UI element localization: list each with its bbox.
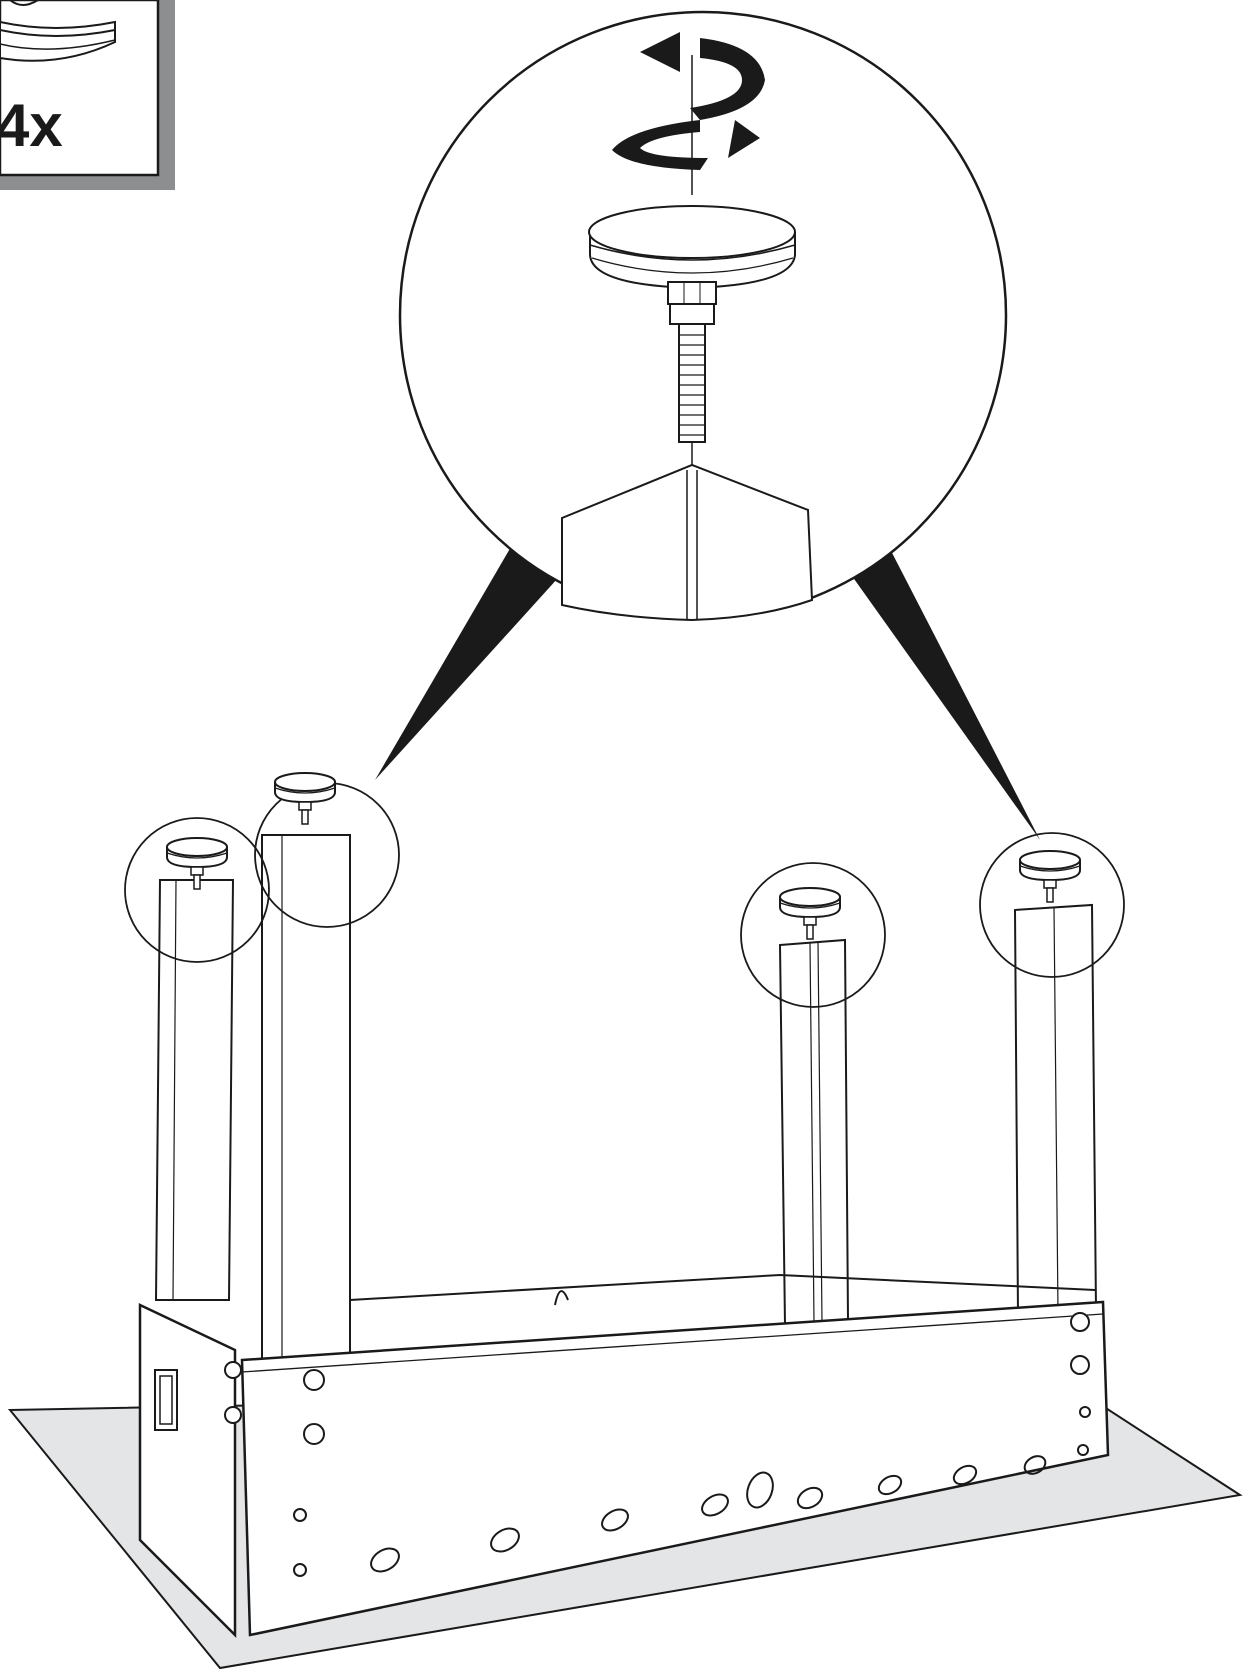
callout-pointers xyxy=(375,540,1040,840)
parts-box xyxy=(0,0,175,190)
table-frame xyxy=(138,1300,1110,1639)
leveling-foot-icon xyxy=(0,0,116,62)
quantity-label: 4x xyxy=(0,92,63,159)
frame-back xyxy=(349,1273,1096,1306)
small-callouts xyxy=(124,772,1125,1008)
table-legs xyxy=(154,834,1098,1361)
detail-callout xyxy=(398,10,1008,622)
rotate-arrows-icon xyxy=(612,32,765,170)
